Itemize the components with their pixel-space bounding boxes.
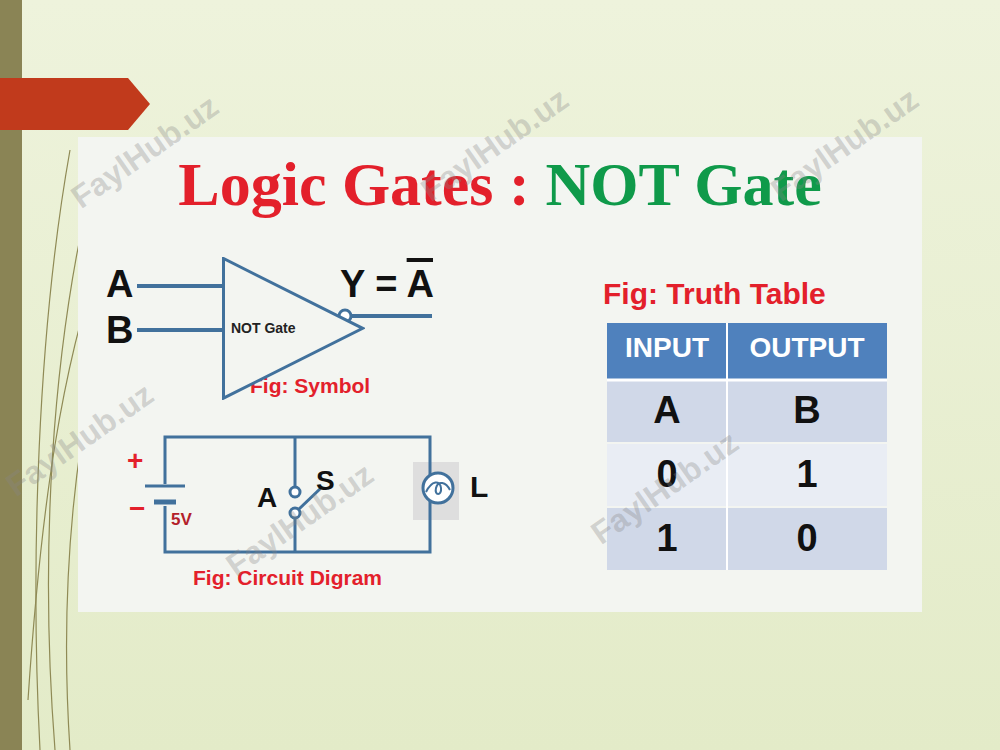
polarity-sign: −	[129, 494, 145, 525]
table-header: INPUT	[607, 333, 727, 364]
truth-table-grid	[607, 323, 887, 570]
lamp-label: L	[470, 470, 488, 503]
polarity-sign: +	[127, 446, 143, 477]
figure-caption: Fig: Circuit Digram	[193, 566, 382, 589]
output-expression: Y = A	[340, 264, 434, 306]
table-cell: B	[727, 390, 887, 432]
battery-symbol	[145, 486, 185, 502]
gate-triangle: NOT Gate	[222, 257, 365, 400]
overbar	[407, 258, 433, 262]
switch-input-label: A	[257, 483, 277, 514]
voltage-label: 5V	[171, 511, 192, 530]
table-cell: 0	[727, 518, 887, 560]
lamp-symbol	[413, 462, 459, 520]
table-cell: 1	[727, 454, 887, 496]
table-cell: A	[607, 390, 727, 432]
white-panel	[78, 137, 922, 612]
gate-name: NOT Gate	[231, 320, 296, 336]
title-arrow	[0, 78, 150, 130]
input-label: A	[106, 264, 133, 306]
table-header: OUTPUT	[727, 333, 887, 364]
switch-contact	[290, 487, 300, 497]
figure-caption: Fig: Truth Table	[603, 277, 826, 310]
input-label: B	[106, 310, 133, 352]
